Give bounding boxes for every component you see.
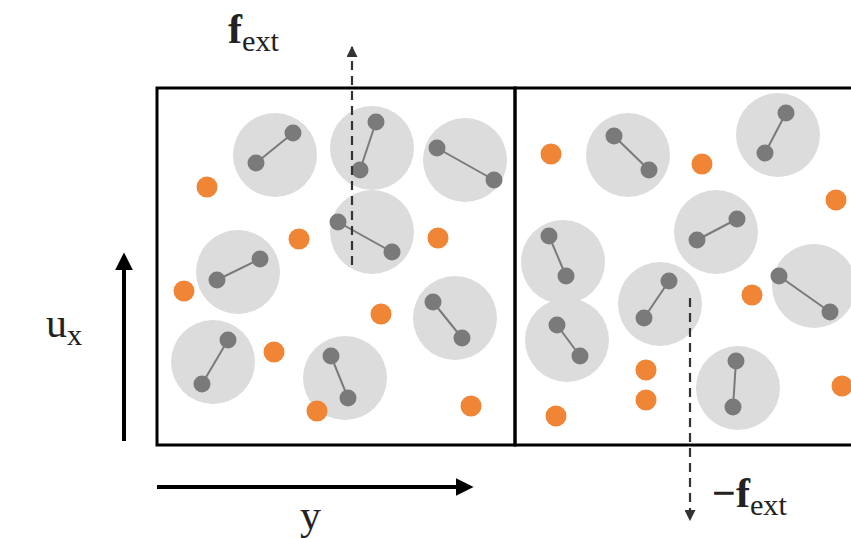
solvent-particle: [832, 376, 851, 397]
dumbbell-atom: [248, 155, 265, 172]
molecule-shell: [525, 298, 609, 382]
molecule-shell: [330, 190, 414, 274]
axis-label: y: [300, 494, 321, 536]
molecule-shell: [233, 113, 317, 197]
dumbbell-atom: [778, 105, 795, 122]
dumbbell-atom: [368, 114, 385, 131]
dumbbell-atom: [606, 128, 623, 145]
dumbbell-atom: [252, 251, 269, 268]
dumbbell-atom: [541, 228, 558, 245]
dumbbell-atom: [330, 214, 347, 231]
molecule-shell: [586, 113, 670, 197]
molecule-shell: [772, 244, 851, 328]
solvent-particle: [692, 154, 713, 175]
dumbbell-atom: [209, 272, 226, 289]
solvent-particle: [197, 177, 218, 198]
dumbbell-atom: [429, 140, 446, 157]
dumbbell-atom: [352, 162, 369, 179]
molecule-shell: [423, 118, 507, 202]
dumbbell-atom: [194, 376, 211, 393]
dumbbell-atom: [636, 310, 653, 327]
solvent-particle: [541, 144, 562, 165]
dumbbell-atom: [725, 399, 742, 416]
solvent-particle: [289, 229, 310, 250]
molecule-shell: [674, 190, 758, 274]
dumbbell-atom: [822, 304, 839, 321]
solvent-particle: [174, 281, 195, 302]
force-label: −fext: [712, 472, 787, 521]
dumbbell-atom: [558, 268, 575, 285]
molecule-shell: [196, 230, 280, 314]
solvent-particle: [371, 304, 392, 325]
solvent-particle: [307, 401, 328, 422]
molecule-shell: [521, 220, 605, 304]
dumbbell-atom: [454, 330, 471, 347]
velocity-axis-arrow: [122, 256, 126, 441]
solvent-particle: [546, 406, 567, 427]
dumbbell-atom: [729, 211, 746, 228]
dumbbell-atom: [340, 390, 357, 407]
molecule-shell: [171, 320, 255, 404]
molecule-shell: [696, 346, 780, 430]
solvent-particle: [428, 228, 449, 249]
force-arrow: [689, 298, 691, 520]
dumbbell-atom: [486, 172, 503, 189]
molecule-shell: [736, 93, 820, 177]
force-label: fext: [228, 8, 279, 57]
solvent-particle: [264, 342, 285, 363]
simulation-box: [157, 88, 515, 445]
dumbbell-atom: [285, 125, 302, 142]
dumbbell-atom: [641, 162, 658, 179]
dumbbell-atom: [771, 268, 788, 285]
molecule-shell: [413, 276, 497, 360]
solvent-particle: [636, 390, 657, 411]
dumbbell-atom: [549, 317, 566, 334]
solvent-particle: [826, 190, 847, 211]
dumbbell-atom: [757, 145, 774, 162]
position-axis-arrow: [157, 485, 470, 489]
dumbbell-bond: [437, 148, 494, 180]
molecule-shell: [330, 106, 414, 190]
dumbbell-bond: [779, 276, 830, 312]
dumbbell-atom: [728, 353, 745, 370]
dumbbell-atom: [572, 348, 589, 365]
force-arrow: [351, 47, 353, 265]
simulation-box: [515, 88, 851, 445]
dumbbell-atom: [384, 244, 401, 261]
dumbbell-atom: [689, 232, 706, 249]
dumbbell-bond: [338, 222, 392, 252]
dumbbell-atom: [425, 294, 442, 311]
solvent-particle: [461, 396, 482, 417]
solvent-particle: [636, 360, 657, 381]
dumbbell-atom: [323, 348, 340, 365]
axis-label: ux: [46, 302, 82, 351]
dumbbell-atom: [220, 332, 237, 349]
dumbbell-atom: [661, 273, 678, 290]
solvent-particle: [742, 285, 763, 306]
